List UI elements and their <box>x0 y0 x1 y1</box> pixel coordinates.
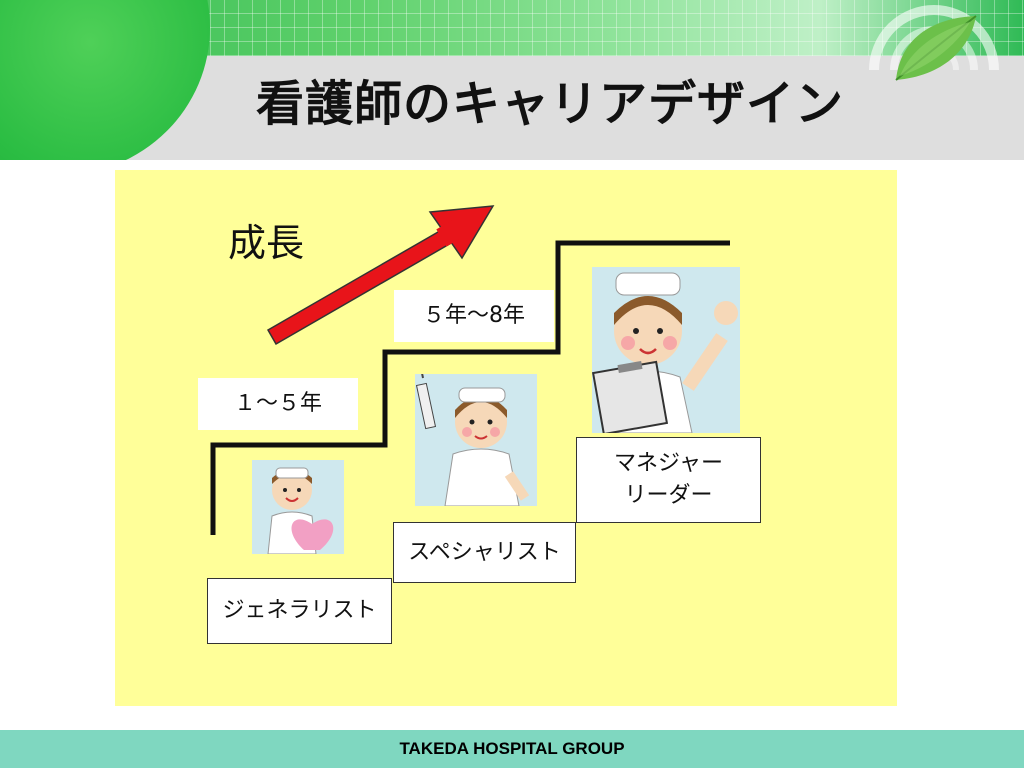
nurse-with-heart <box>252 460 344 554</box>
role-specialist: スペシャリスト <box>393 522 576 583</box>
role-manager-line1: マネジャー <box>614 451 723 476</box>
slide-header <box>0 0 1024 160</box>
footer-text: TAKEDA HOSPITAL GROUP <box>399 739 625 758</box>
period-label-5-8: ５年〜8年 <box>394 290 554 342</box>
nurse-with-syringe <box>415 374 537 506</box>
staircase-line <box>210 240 730 535</box>
page-title: 看護師のキャリアデザイン <box>255 76 844 132</box>
role-generalist: ジェネラリスト <box>207 578 392 644</box>
role-manager-leader: マネジャー リーダー <box>576 437 761 523</box>
period-label-1-5: １〜５年 <box>198 378 358 430</box>
footer-bar: TAKEDA HOSPITAL GROUP <box>0 730 1024 768</box>
growth-arrow-icon <box>266 205 495 346</box>
growth-label: 成長 <box>228 221 305 265</box>
leaf-icon <box>895 15 977 81</box>
nurse-with-clipboard <box>592 267 740 433</box>
role-manager-line2: リーダー <box>624 483 713 508</box>
